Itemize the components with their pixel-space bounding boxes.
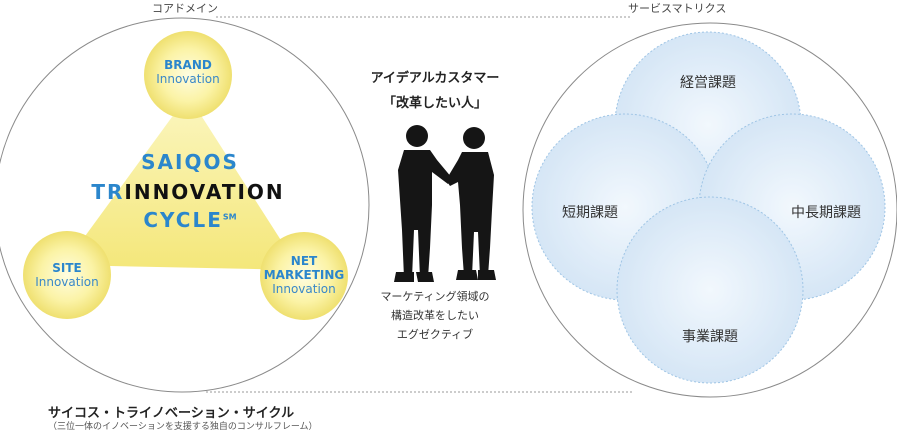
service-mark: SM [222, 212, 237, 222]
cycle-title-cycle: CYCLE [143, 208, 223, 232]
brand-node: BRAND Innovation [148, 58, 228, 86]
core-domain-title: コアドメイン [152, 2, 218, 15]
framework-subtitle: （三位一体のイノベーションを支援する独自のコンサルフレーム） [48, 422, 318, 432]
net-node-name1: NET [290, 254, 318, 268]
cycle-title-line2: TRINNOVATION [72, 180, 304, 204]
persona-title: アイデアルカスタマー [370, 71, 500, 86]
persona-quote: 「改革したい人」 [382, 96, 487, 111]
brand-node-sub: Innovation [156, 72, 220, 86]
persona-description-3: エグゼクティブ [396, 328, 474, 341]
persona-description-2: 構造改革をしたい [391, 309, 479, 322]
venn-label-management: 経営課題 [680, 75, 736, 91]
cycle-title-line3: CYCLESM [80, 208, 300, 232]
site-node-name: SITE [52, 261, 82, 275]
service-matrix-title: サービスマトリクス [628, 2, 727, 15]
site-node-circle [23, 231, 111, 319]
brand-node-circle [144, 31, 232, 119]
brand-node-name: BRAND [164, 58, 212, 72]
venn-label-business: 事業課題 [682, 329, 738, 345]
cycle-title-line1: SAIQOS [141, 150, 239, 174]
cycle-title-prefix: TR [91, 180, 125, 204]
net-node-circle [260, 232, 348, 320]
venn-label-long-term: 中長期課題 [791, 205, 861, 221]
net-node-name2: MARKETING [263, 268, 345, 282]
venn-label-short-term: 短期課題 [562, 205, 618, 221]
framework-name: サイコス・トライノベーション・サイクル [48, 406, 295, 421]
venn-circle-business [616, 196, 804, 384]
handshake-silhouette-icon [394, 125, 496, 282]
cycle-title-rest: INNOVATION [124, 180, 285, 204]
net-marketing-node: NET MARKETING Innovation [259, 254, 349, 296]
site-node: SITE Innovation [27, 261, 107, 289]
innovation-triangle [64, 95, 300, 270]
persona-description-1: マーケティング領域の [380, 290, 490, 303]
site-node-sub: Innovation [35, 275, 99, 289]
net-node-sub: Innovation [272, 282, 336, 296]
